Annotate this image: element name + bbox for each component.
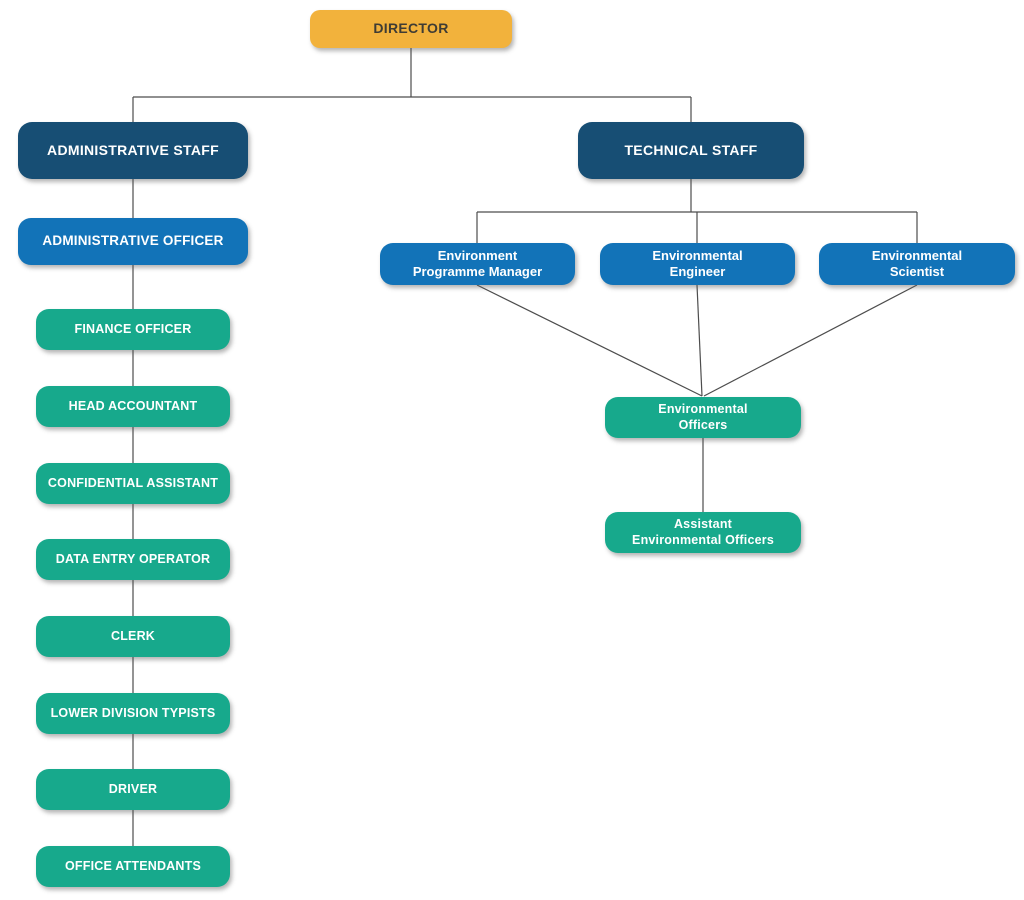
node-environmental-officers: Environmental Officers bbox=[605, 397, 801, 438]
connector-line bbox=[696, 284, 703, 397]
node-assistant-environmental-officers: Assistant Environmental Officers bbox=[605, 512, 801, 553]
node-finance-officer: FINANCE OFFICER bbox=[36, 309, 230, 350]
node-head-accountant: HEAD ACCOUNTANT bbox=[36, 386, 230, 427]
node-environment-programme-manager: Environment Programme Manager bbox=[380, 243, 575, 285]
connector-line bbox=[703, 284, 918, 397]
node-administrative-staff: ADMINISTRATIVE STAFF bbox=[18, 122, 248, 179]
node-driver: DRIVER bbox=[36, 769, 230, 810]
node-data-entry-operator: DATA ENTRY OPERATOR bbox=[36, 539, 230, 580]
node-environmental-scientist: Environmental Scientist bbox=[819, 243, 1015, 285]
node-office-attendants: OFFICE ATTENDANTS bbox=[36, 846, 230, 887]
node-environmental-engineer: Environmental Engineer bbox=[600, 243, 795, 285]
node-confidential-assistant: CONFIDENTIAL ASSISTANT bbox=[36, 463, 230, 504]
node-administrative-officer: ADMINISTRATIVE OFFICER bbox=[18, 218, 248, 265]
connector-line bbox=[476, 284, 703, 397]
node-technical-staff: TECHNICAL STAFF bbox=[578, 122, 804, 179]
node-lower-division-typists: LOWER DIVISION TYPISTS bbox=[36, 693, 230, 734]
node-clerk: CLERK bbox=[36, 616, 230, 657]
node-director: DIRECTOR bbox=[310, 10, 512, 48]
